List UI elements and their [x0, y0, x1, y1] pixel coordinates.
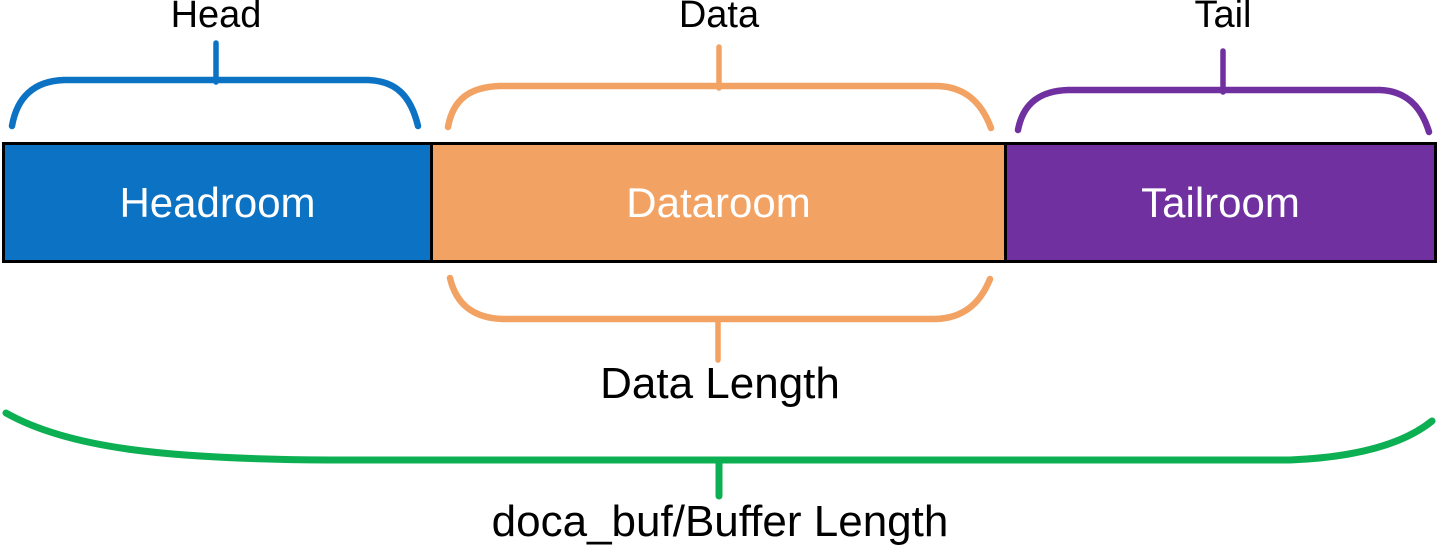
buffer-box-row: Headroom Dataroom Tailroom — [2, 142, 1437, 263]
tail-brace — [1014, 86, 1433, 136]
dataroom-label: Dataroom — [626, 178, 811, 226]
data-length-label: Data Length — [600, 359, 840, 408]
headroom-box: Headroom — [2, 142, 433, 263]
dataroom-box: Dataroom — [430, 142, 1007, 263]
buffer-length-brace — [2, 409, 1436, 464]
head-brace — [8, 76, 422, 130]
tailroom-box: Tailroom — [1004, 142, 1437, 263]
tailroom-label: Tailroom — [1141, 178, 1300, 226]
tail-label: Tail — [1194, 0, 1252, 36]
buffer-length-label: doca_buf/Buffer Length — [491, 497, 949, 546]
data-label: Data — [678, 0, 760, 36]
head-label: Head — [170, 0, 262, 36]
headroom-label: Headroom — [119, 178, 316, 226]
data-length-brace — [446, 274, 994, 323]
data-brace — [444, 82, 995, 132]
